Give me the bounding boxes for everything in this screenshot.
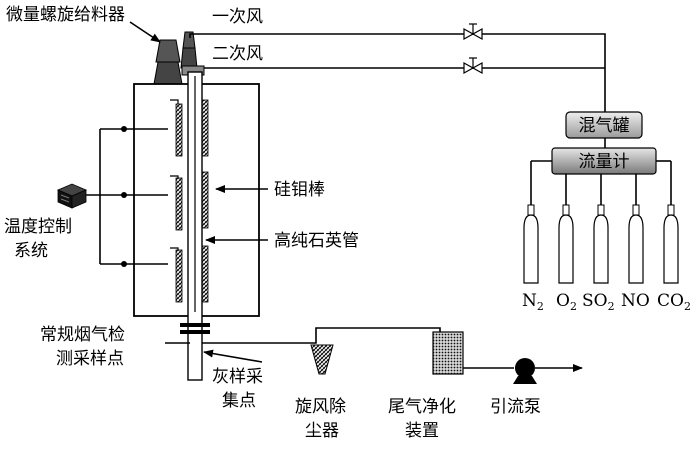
secondary-air-valve [463, 57, 483, 75]
primary-air-label: 一次风 [212, 7, 263, 27]
gas-manifold [530, 160, 672, 205]
gas-cylinder-co2 [663, 204, 679, 284]
ash-sampling-label: 灰样采 [212, 367, 263, 387]
induced-pump-label: 引流泵 [490, 397, 541, 417]
primary-air-valve [463, 23, 483, 41]
induced-draft-pump [513, 358, 537, 384]
gas-cylinder-o2 [558, 204, 574, 284]
feeder-label: 微量螺旋给料器 [6, 5, 125, 25]
quartz-tube [187, 71, 203, 381]
gas-label-n2: N2 [522, 291, 544, 313]
temperature-control-label: 温度控制 [4, 217, 72, 237]
ash-sampling-label-line2: 集点 [222, 391, 256, 411]
temperature-controller-icon [56, 183, 88, 209]
mixing-tank-label: 混气罐 [579, 116, 630, 136]
flue-sampling-label-line2: 测采样点 [56, 349, 124, 369]
tail-gas-purification-device [432, 331, 464, 375]
gas-cylinder-so2 [593, 204, 609, 284]
feeder-pointer-arrow [129, 21, 161, 43]
tail-gas-label: 尾气净化 [388, 397, 456, 417]
heating-rod-label: 硅钼棒 [274, 180, 325, 200]
cyclone-label: 旋风除 [295, 397, 346, 417]
mixing-tank [565, 111, 643, 139]
gas-label-no: NO [621, 291, 650, 311]
quartz-tube-label: 高纯石英管 [274, 231, 359, 251]
ash-sampling-arrow [203, 349, 263, 363]
gas-label-o2: O2 [556, 291, 577, 313]
flowmeter-label: 流量计 [579, 152, 630, 172]
heating-rods [170, 99, 209, 303]
cyclone-inlet-pipe [202, 327, 441, 344]
flue-sampling-label: 常规烟气检 [40, 325, 125, 345]
cyclone-separator [310, 344, 334, 375]
secondary-air-label: 二次风 [212, 44, 263, 64]
tail-gas-label-line2: 装置 [405, 421, 439, 441]
gas-label-co2: CO2 [657, 291, 691, 313]
gas-label-so2: SO2 [582, 291, 615, 313]
gas-cylinders [523, 204, 679, 284]
tube-flange-lower [180, 330, 210, 334]
temperature-control-wiring [82, 126, 168, 267]
primary-air-line [189, 23, 606, 112]
temperature-control-label-line2: 系统 [14, 241, 48, 261]
tube-flange [180, 323, 210, 327]
gas-cylinder-n2 [523, 204, 539, 284]
cyclone-label-line2: 尘器 [305, 421, 339, 441]
gas-cylinder-no [628, 204, 644, 284]
